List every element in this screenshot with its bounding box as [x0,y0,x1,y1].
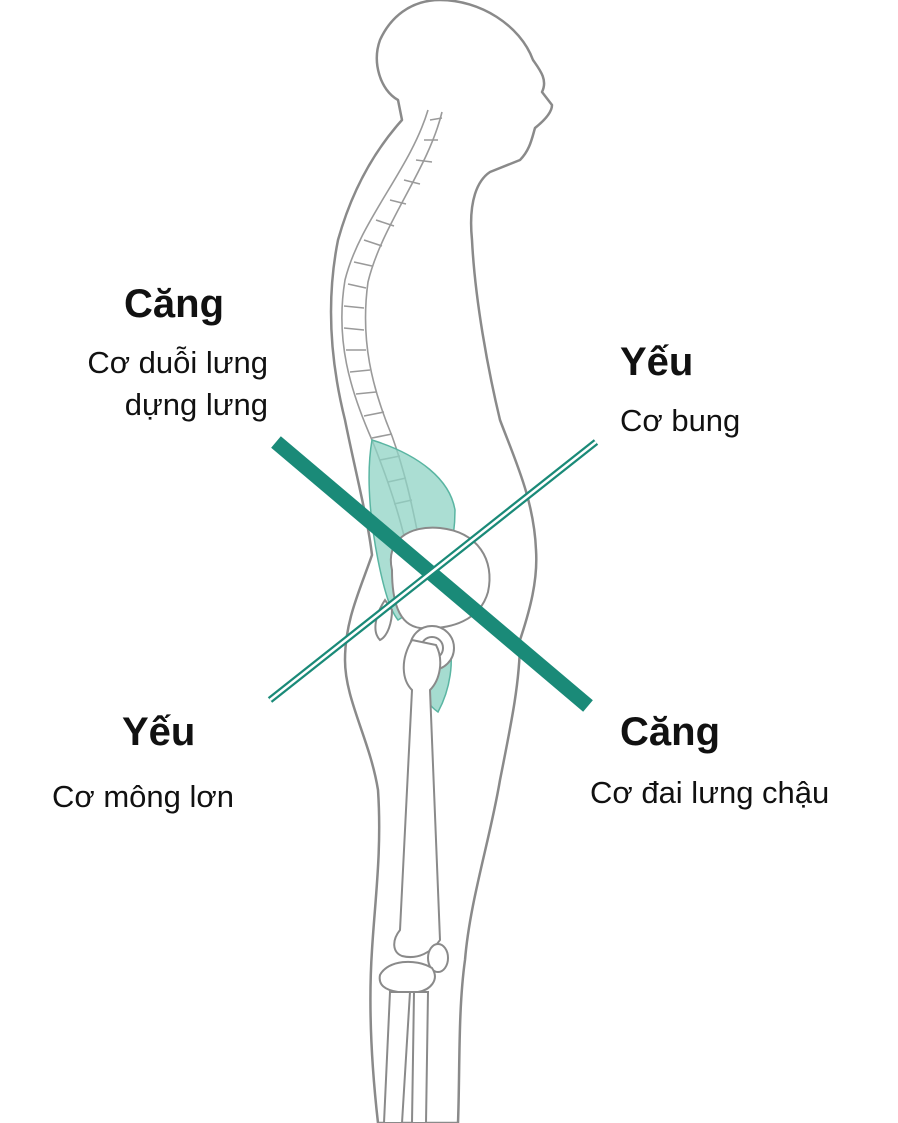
upper-left-muscle-label-line2: dựng lưng [124,387,268,422]
femur-icon [393,638,442,958]
weak-axis-line-highlight [269,441,597,701]
lower-right-state-label: Căng [620,710,720,754]
lower-left-state-label: Yếu [122,710,196,754]
knee-icon [378,943,449,1123]
upper-left-state-label: Căng [124,282,224,326]
upper-left-muscle-label-line1: Cơ duỗi lưng [87,345,268,380]
upper-right-state-label: Yếu [620,340,694,384]
upper-right-muscle-label: Cơ bung [620,403,741,438]
lower-left-muscle-label: Cơ mông lơn [52,779,234,814]
lower-right-muscle-label: Cơ đai lưng chậu [590,775,830,810]
